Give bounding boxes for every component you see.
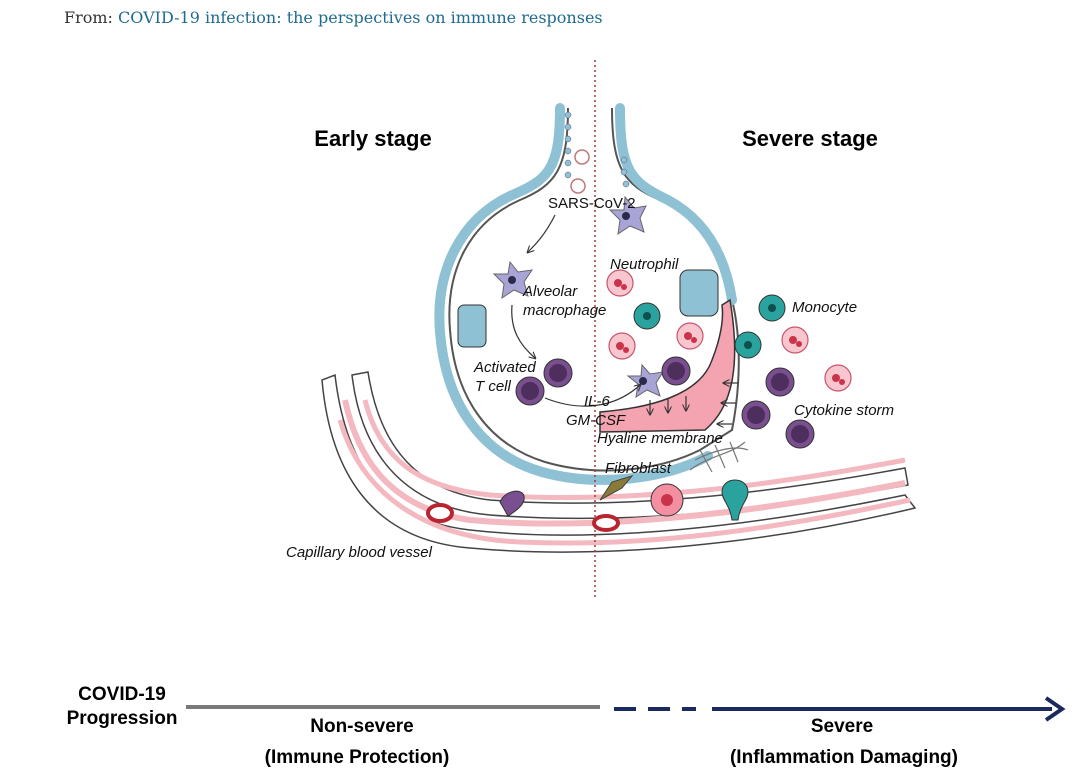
alveolar-macrophage-label-2: macrophage — [523, 302, 606, 319]
capillary-blood-vessel-label: Capillary blood vessel — [286, 544, 433, 561]
monocyte-label: Monocyte — [792, 299, 857, 316]
sars-cov-2-label: SARS-CoV-2 — [548, 195, 636, 212]
early-stage-title: Early stage — [314, 126, 431, 151]
progression-arrowhead — [1044, 696, 1066, 722]
epithelial-cell — [457, 304, 487, 348]
severe-stage-title: Severe stage — [742, 126, 878, 151]
hyaline-membrane-shape — [599, 298, 736, 433]
macrophage-center — [626, 363, 665, 399]
il-6-label: IL-6 — [584, 393, 611, 410]
immune-protection-label: (Immune Protection) — [265, 747, 450, 768]
t-cell — [515, 356, 815, 449]
activated-t-cell-label-1: Activated — [473, 359, 536, 376]
red-blood-cell — [426, 503, 620, 532]
vessel-t-cell — [499, 490, 525, 517]
fibroblast-cell — [599, 475, 634, 501]
severe-label: Severe — [811, 716, 873, 737]
progression-label-2: Progression — [67, 708, 178, 729]
figure-source: From: COVID-19 infection: the perspectiv… — [64, 8, 603, 27]
collagen-fibers — [689, 441, 749, 473]
macrophage-right — [608, 195, 647, 236]
inflammation-damaging-label: (Inflammation Damaging) — [730, 747, 958, 768]
monocyte — [633, 294, 786, 359]
activated-t-cell-label-2: T cell — [475, 378, 512, 395]
epithelial-cell — [679, 269, 719, 317]
progression-label-1: COVID-19 — [78, 684, 166, 705]
hyaline-membrane-label: Hyaline membrane — [597, 430, 723, 447]
source-prefix: From: — [64, 8, 119, 27]
vessel-monocyte — [721, 479, 749, 521]
alveolus — [434, 103, 740, 485]
non-severe-label: Non-severe — [310, 716, 414, 737]
fibroblast-label: Fibroblast — [605, 460, 672, 477]
cytokine-storm-label: Cytokine storm — [794, 402, 894, 419]
sars-cov-2-virus — [570, 149, 590, 194]
gm-csf-label: GM-CSF — [566, 412, 626, 429]
progression-timeline: COVID-19 Progression Non-severe (Immune … — [67, 684, 1066, 768]
capillary-vessel — [321, 371, 917, 553]
neutrophil-label: Neutrophil — [610, 256, 679, 273]
alveolar-macrophage — [492, 260, 534, 300]
alveolar-macrophage-label-1: Alveolar — [522, 283, 578, 300]
source-article-link[interactable]: COVID-19 infection: the perspectives on … — [118, 8, 603, 27]
signal-arrows — [511, 214, 738, 424]
